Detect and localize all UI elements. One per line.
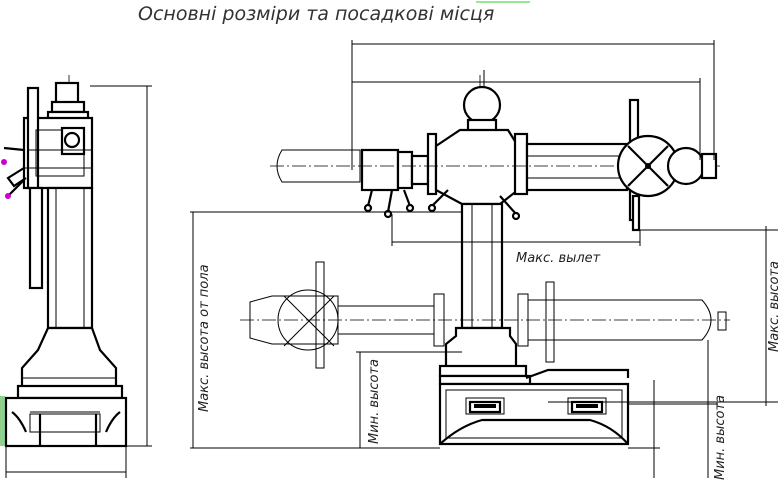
drawing-title: Основні розміри та посадкові місця	[138, 3, 494, 25]
min-height-right-label: Мин. высота	[713, 395, 728, 480]
side-view-dimensions	[5, 85, 152, 478]
max-height-right-label: Макс. высота	[767, 261, 782, 352]
side-view	[0, 75, 128, 448]
max-reach-label: Макс. вылет	[516, 251, 601, 266]
front-view	[240, 75, 730, 446]
front-view-dimensions	[190, 40, 778, 478]
max-height-floor-label: Макс. высота от пола	[197, 264, 212, 412]
min-height-left-label: Мин. высота	[367, 359, 382, 444]
